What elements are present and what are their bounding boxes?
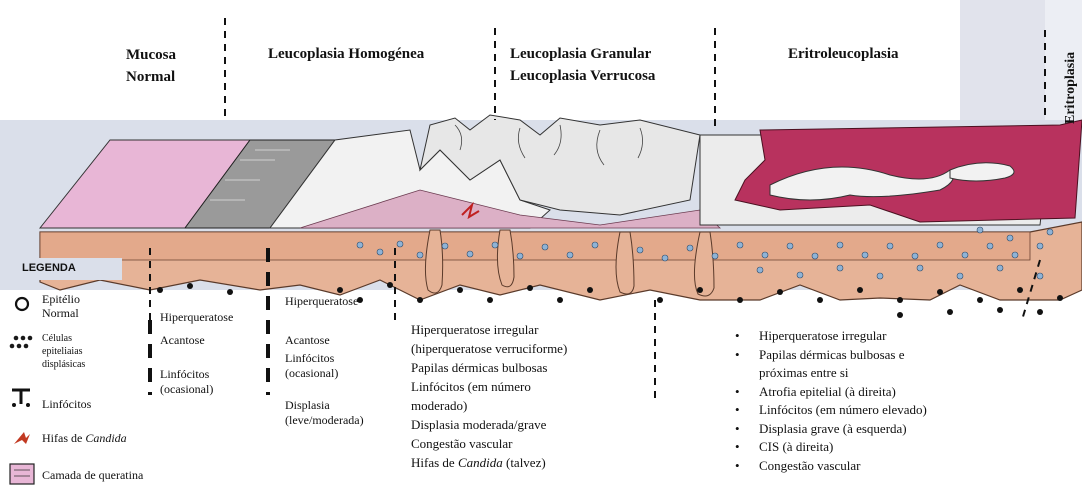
col1-acantose: Acantose <box>160 333 205 348</box>
col4-item: CIS (à direita) <box>727 438 927 457</box>
legend-candida: Hifas de Candida <box>42 431 127 445</box>
legend-dysplastic-line3: displásicas <box>42 358 85 371</box>
legend-dysplastic-cells: Células epiteliaias displásicas <box>42 332 85 371</box>
legend-normal-line2: Normal <box>42 306 80 320</box>
col1-hiperqueratose: Hiperqueratose <box>160 310 233 325</box>
legend-title: LEGENDA <box>22 262 76 274</box>
lymphocyte-icon <box>12 390 30 407</box>
title-homogenea: Leucoplasia Homogénea <box>268 43 424 65</box>
col2-linfo-line1: Linfócitos <box>285 351 338 366</box>
col2-acantose: Acantose <box>285 333 330 348</box>
circle-icon <box>16 298 28 310</box>
title-granular-line2: Leucoplasia Verrucosa <box>510 65 655 87</box>
title-eritroplasia: Eritroplasia <box>1060 52 1082 124</box>
col4-features: Hiperqueratose irregular Papilas dérmica… <box>727 327 927 475</box>
col3-item: moderado) <box>411 396 567 415</box>
legend-dysplastic-line2: epiteliaias <box>42 345 85 358</box>
col3-item: Congestão vascular <box>411 434 567 453</box>
erythroplasia-area <box>735 120 1082 222</box>
col4-item: Displasia grave (à esquerda) <box>727 420 927 439</box>
legend-normal-epithelium: Epitélio Normal <box>42 292 80 320</box>
col3-item: (hiperqueratose verruciforme) <box>411 339 567 358</box>
col4-item: Atrofia epitelial (à direita) <box>727 383 927 402</box>
col3-candida-suffix: (talvez) <box>503 455 546 470</box>
legend-keratin: Camada de queratina <box>42 468 143 482</box>
col3-item: Hiperqueratose irregular <box>411 320 567 339</box>
legend-candida-italic: Candida <box>85 431 126 445</box>
title-normal: Mucosa Normal <box>126 44 176 88</box>
col2-displasia: Displasia (leve/moderada) <box>285 398 364 428</box>
title-granular: Leucoplasia Granular Leucoplasia Verruco… <box>510 43 655 87</box>
col3-item: Displasia moderada/grave <box>411 415 567 434</box>
col3-item: Linfócitos (em número <box>411 377 567 396</box>
legend-lymphocytes: Linfócitos <box>42 397 91 411</box>
col3-candida-italic: Candida <box>458 455 503 470</box>
col3-item-candida: Hifas de Candida (talvez) <box>411 453 567 472</box>
col2-hiperqueratose: Hiperqueratose <box>285 294 358 309</box>
col4-item: Congestão vascular <box>727 457 927 476</box>
col3-item: Papilas dérmicas bulbosas <box>411 358 567 377</box>
col1-linfo-line1: Linfócitos <box>160 367 213 382</box>
legend-candida-prefix: Hifas de <box>42 431 85 445</box>
legend-normal-line1: Epitélio <box>42 292 80 306</box>
title-normal-line2: Normal <box>126 66 176 88</box>
title-granular-line1: Leucoplasia Granular <box>510 43 655 65</box>
col1-linfo-line2: (ocasional) <box>160 382 213 397</box>
title-eritroleucoplasia: Eritroleucoplasia <box>788 43 899 65</box>
col3-features: Hiperqueratose irregular (hiperqueratose… <box>411 320 567 472</box>
col1-linfocitos: Linfócitos (ocasional) <box>160 367 213 397</box>
col2-displasia-line1: Displasia <box>285 398 364 413</box>
col2-linfo-line2: (ocasional) <box>285 366 338 381</box>
col4-item: próximas entre si <box>727 364 927 383</box>
candida-icon <box>14 432 30 444</box>
legend-dysplastic-line1: Células <box>42 332 85 345</box>
col3-candida-prefix: Hifas de <box>411 455 458 470</box>
col4-item: Hiperqueratose irregular <box>727 327 927 346</box>
title-normal-line1: Mucosa <box>126 44 176 66</box>
keratin-layer-icon <box>10 464 34 484</box>
col2-linfocitos: Linfócitos (ocasional) <box>285 351 338 381</box>
col4-item: Linfócitos (em número elevado) <box>727 401 927 420</box>
col4-item: Papilas dérmicas bulbosas e <box>727 346 927 365</box>
col2-displasia-line2: (leve/moderada) <box>285 413 364 428</box>
dots-icon <box>10 336 33 349</box>
